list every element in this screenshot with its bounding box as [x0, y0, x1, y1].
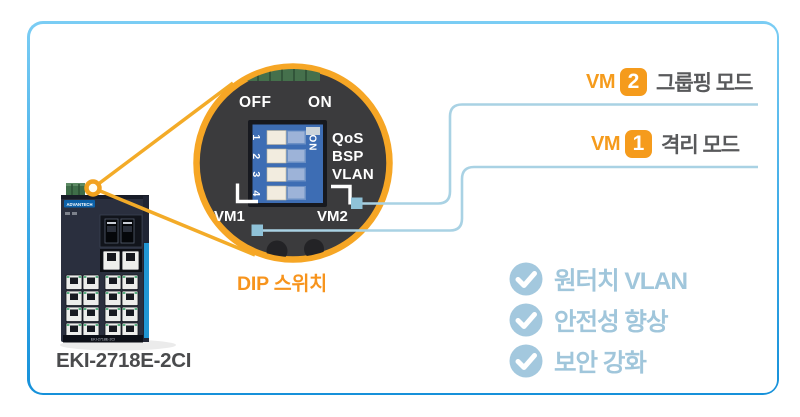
switch-device: ADVANTECH — [60, 183, 176, 351]
dip-number-3: 3 — [250, 171, 263, 178]
feature-label: 원터치 VLAN — [554, 267, 688, 295]
vm2-bracket — [331, 184, 352, 205]
vm2-callout-line — [362, 103, 758, 205]
vm1-bracket — [235, 183, 258, 204]
device-model-title: EKI-2718E-2CI — [56, 349, 192, 372]
panel-background — [29, 23, 777, 393]
vm1-mode-label: 격리 모드 — [661, 134, 740, 157]
callout-vm2: VM 2 그룹핑 모드 — [586, 67, 753, 97]
vm1-prefix: VM — [591, 132, 621, 155]
uplink-ports — [100, 249, 142, 272]
dip-slider-1 — [266, 130, 287, 145]
vm1-callout-line — [262, 165, 758, 232]
magnifier-connector — [84, 81, 256, 257]
feature-label: 안전성 향상 — [554, 308, 669, 336]
callout-vm1: VM 1 격리 모드 — [591, 129, 740, 159]
dip-function-vlan: VLAN — [332, 166, 375, 183]
panel-border — [27, 21, 779, 395]
callout-lines — [262, 103, 758, 232]
dip-on-marker: ON — [306, 134, 318, 152]
dip-slider-4 — [266, 185, 287, 201]
brand-plate — [64, 200, 95, 208]
terminal-block — [66, 183, 85, 196]
dip-number-1: 1 — [250, 134, 263, 141]
dip-on-label: ON — [308, 94, 333, 111]
feature-security: 보안 강화 — [509, 344, 647, 378]
vm2-badge: 2 — [620, 68, 647, 96]
vm1-label: VM1 — [214, 208, 245, 225]
feature-label: 보안 강화 — [554, 349, 647, 377]
model-strip — [63, 335, 143, 343]
device-blue-stripe — [144, 243, 149, 338]
sfp-slots — [99, 214, 143, 248]
dip-off-label: OFF — [239, 94, 272, 111]
magnifier-origin-ring — [84, 179, 102, 197]
vm1-node — [251, 224, 263, 236]
dip-switch — [235, 120, 352, 207]
vm2-prefix: VM — [586, 70, 616, 93]
brand-label: ADVANTECH — [67, 202, 93, 207]
model-strip-label: EKI-2718E-2CI — [91, 338, 115, 342]
check-icon — [509, 262, 543, 296]
vm2-label: VM2 — [317, 208, 348, 225]
vm1-badge: 1 — [625, 130, 652, 158]
dip-switch-caption: DIP 스위치 — [237, 273, 327, 295]
dip-number-2: 2 — [250, 152, 263, 159]
check-icon — [509, 344, 543, 378]
dip-function-bsp: BSP — [332, 148, 364, 165]
dip-slider-2 — [266, 148, 287, 164]
vm2-mode-label: 그룹핑 모드 — [656, 72, 753, 95]
feature-safety: 안전성 향상 — [509, 303, 669, 337]
dip-slider-3 — [266, 167, 287, 182]
check-icon — [509, 303, 543, 337]
vm2-node — [351, 197, 363, 209]
dip-number-4: 4 — [250, 189, 263, 196]
feature-one-touch-vlan: 원터치 VLAN — [509, 262, 688, 296]
dip-function-qos: QoS — [332, 130, 364, 147]
